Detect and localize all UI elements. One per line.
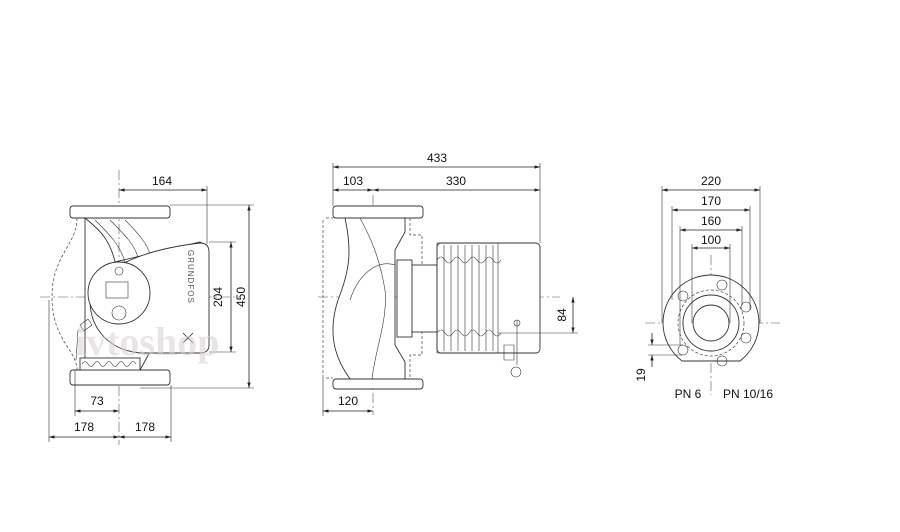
dim-120: 120 — [338, 394, 358, 408]
dim-19: 19 — [634, 368, 648, 382]
dim-164: 164 — [152, 174, 172, 188]
label-pn10-16: PN 10/16 — [723, 387, 773, 401]
flange-view: 220 170 160 100 19 PN 6 PN 10/16 — [634, 174, 780, 401]
label-pn6: PN 6 — [675, 387, 702, 401]
dim-103: 103 — [343, 174, 363, 188]
front-view: GRUNDFOS 164 204 450 73 178 178 — [40, 170, 254, 445]
dim-73: 73 — [90, 394, 104, 408]
brand-x-icon — [182, 332, 194, 344]
dim-204: 204 — [211, 287, 225, 307]
dim-160: 160 — [701, 214, 721, 228]
watermark: ivtoshop — [75, 319, 220, 364]
side-view: 433 103 330 84 120 — [318, 151, 578, 416]
dim-330: 330 — [446, 174, 466, 188]
dim-450: 450 — [234, 287, 248, 307]
dim-178-right: 178 — [135, 420, 155, 434]
brand-logo: GRUNDFOS — [186, 250, 195, 304]
dim-84: 84 — [555, 308, 569, 322]
dim-100: 100 — [701, 233, 721, 247]
dim-433: 433 — [427, 151, 447, 165]
dim-178-left: 178 — [74, 420, 94, 434]
dim-220: 220 — [701, 174, 721, 188]
dim-170: 170 — [701, 194, 721, 208]
